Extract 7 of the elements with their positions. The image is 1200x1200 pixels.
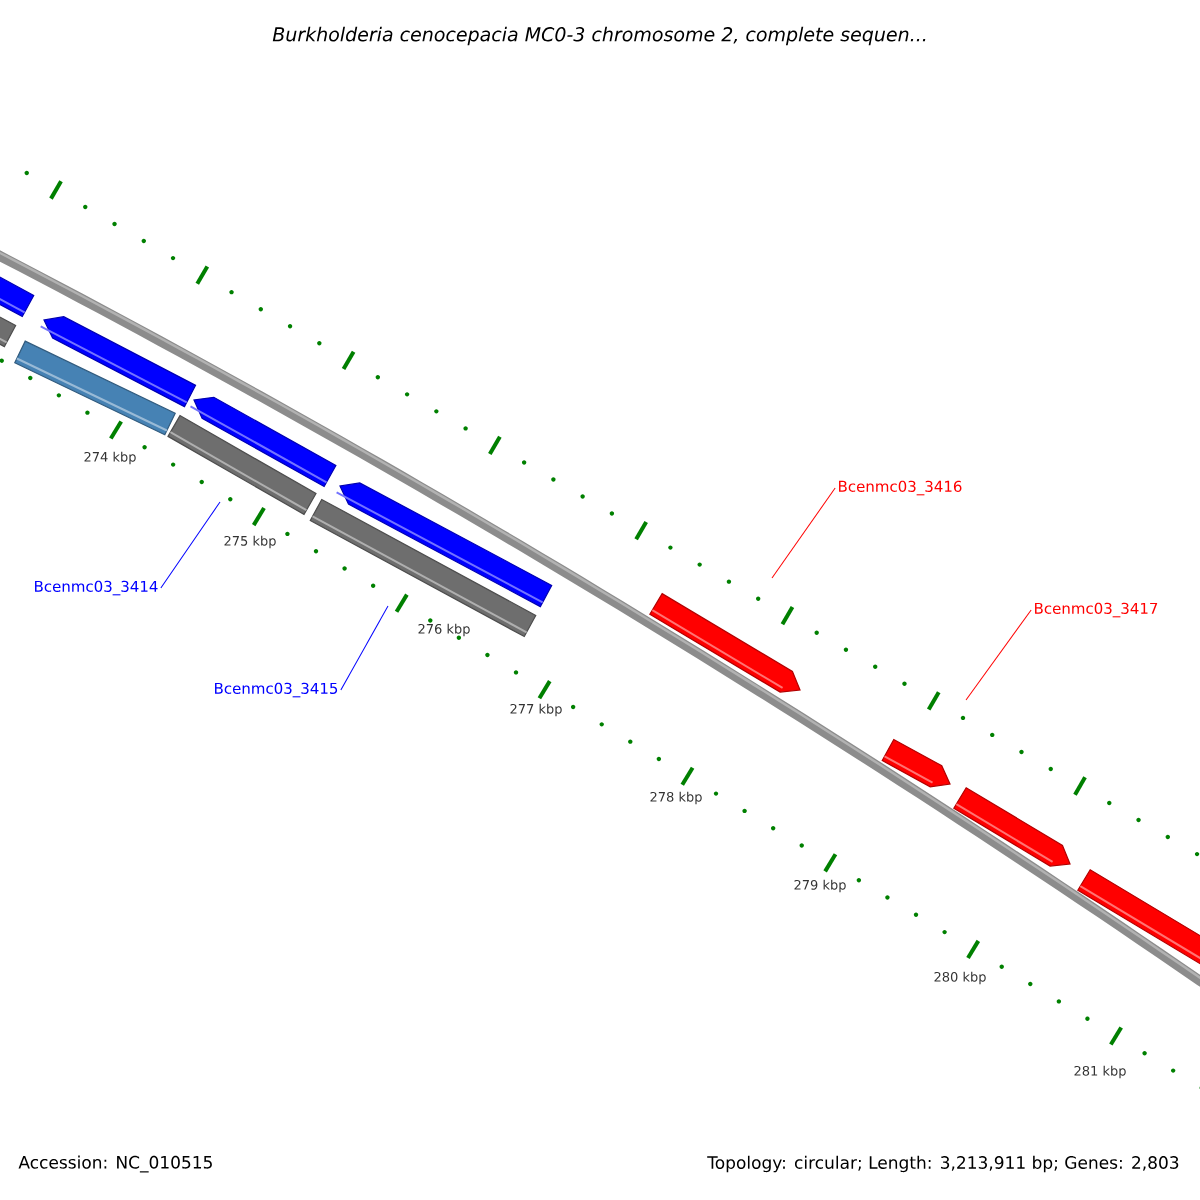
leader-line <box>771 487 836 579</box>
leader-line <box>340 605 389 691</box>
footer-text: Topology: circular; Length: 3,213,911 bp; Genes: 2,803 <box>707 1155 1179 1173</box>
footer-text: Accession: NC_010515 <box>18 1155 212 1173</box>
leader-line <box>160 501 221 589</box>
leader-line <box>965 609 1032 701</box>
title: Burkholderia cenocepacia MC0-3 chromosome 2, complete sequen... <box>272 26 926 46</box>
